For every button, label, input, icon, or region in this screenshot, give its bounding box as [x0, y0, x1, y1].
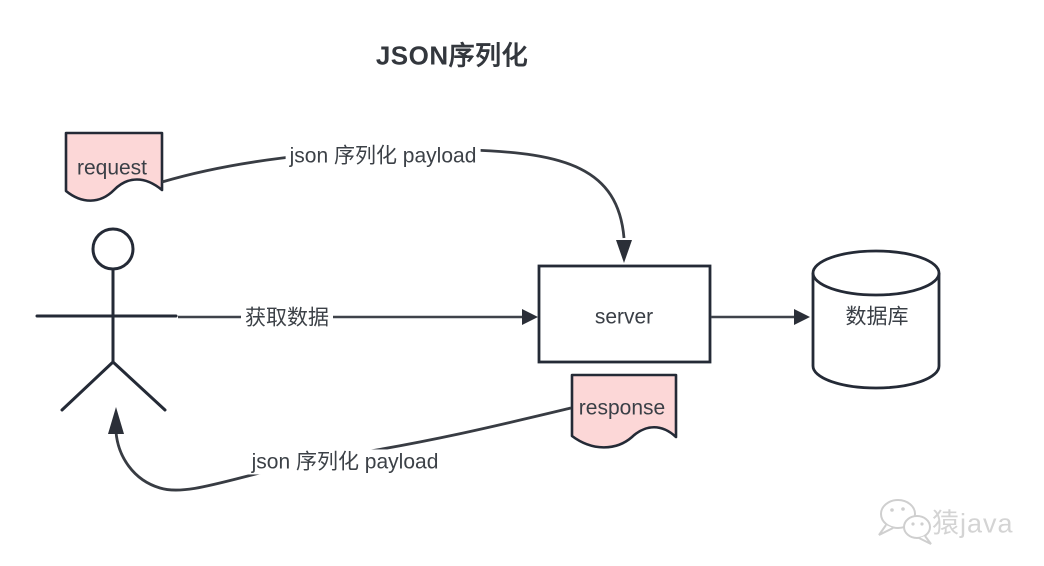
arrowhead-right-server [522, 309, 538, 325]
watermark-text: 猿java [932, 508, 1014, 539]
edge-label-get-data: 获取数据 [241, 305, 333, 331]
arrowhead-up-actor [108, 407, 124, 434]
request-doc-shape [64, 131, 164, 202]
database-label: 数据库 [845, 305, 909, 329]
edge-label-request-payload: json 序列化 payload [285, 143, 481, 169]
request-label: request [76, 156, 148, 180]
actor-head [91, 227, 135, 271]
response-label: response [578, 396, 666, 420]
diagram-title: JSON序列化 [375, 40, 529, 71]
database-cylinder [811, 249, 941, 390]
actor-leg-right [111, 360, 167, 412]
actor-leg-left [60, 360, 115, 412]
arrowhead-down-server [616, 240, 632, 263]
arrow-server-to-database [711, 309, 810, 325]
actor-figure [35, 227, 178, 412]
wechat-icon [878, 499, 932, 545]
arrow-actor-to-server [178, 309, 538, 325]
arrowhead-right-database [794, 309, 810, 325]
response-doc-shape [570, 373, 678, 449]
edge-label-response-payload: json 序列化 payload [247, 449, 443, 475]
server-box [537, 264, 712, 364]
server-label: server [594, 305, 654, 329]
